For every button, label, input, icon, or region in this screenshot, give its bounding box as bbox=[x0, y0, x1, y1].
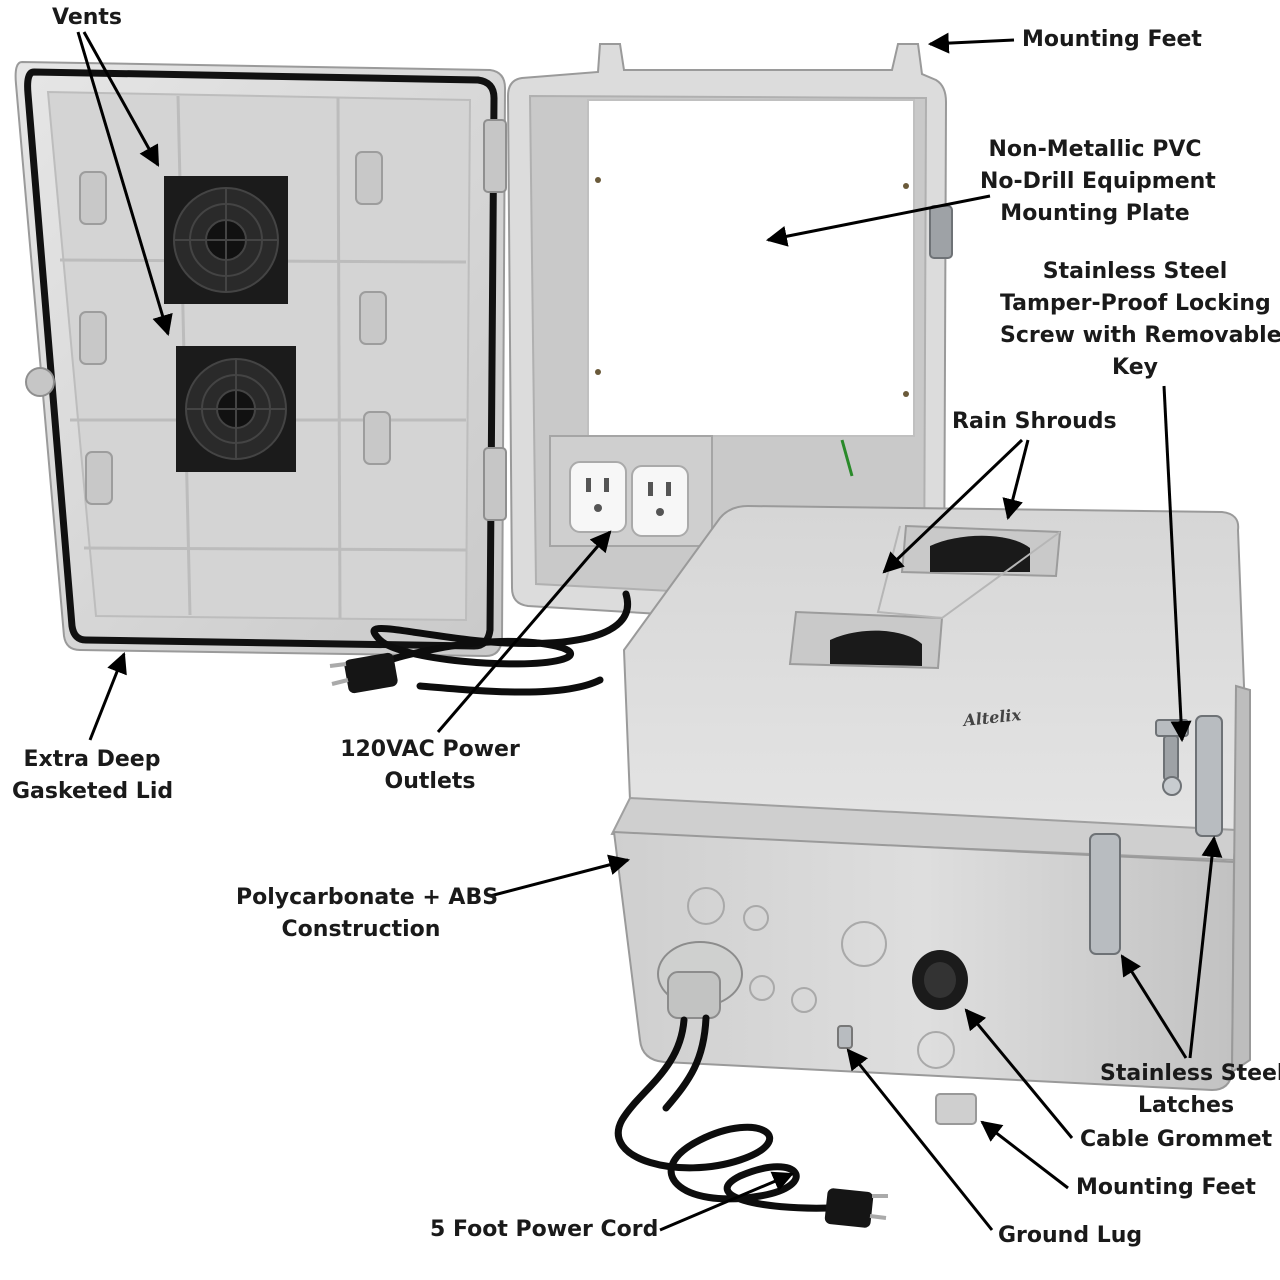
label-locking-screw: Stainless Steel Tamper-Proof Locking Scr… bbox=[1000, 259, 1280, 380]
label-cable-grommet: Cable Grommet bbox=[1080, 1127, 1273, 1152]
cable-gland bbox=[657, 941, 743, 1019]
label-ground-lug: Ground Lug bbox=[998, 1223, 1143, 1248]
label-vents: Vents bbox=[52, 5, 123, 30]
label-mounting-feet-top: Mounting Feet bbox=[1022, 27, 1202, 52]
label-power-cord: 5 Foot Power Cord bbox=[430, 1217, 659, 1242]
plug-lower bbox=[824, 1188, 888, 1228]
plug-upper bbox=[329, 652, 398, 694]
open-lid bbox=[14, 60, 507, 658]
vent-fan-upper bbox=[164, 176, 288, 304]
stainless-latches bbox=[1089, 715, 1223, 955]
mounting-plate bbox=[587, 99, 915, 437]
label-mounting-plate: Non-Metallic PVC No-Drill Equipment Moun… bbox=[980, 137, 1216, 226]
label-latches: Stainless Steel Latches bbox=[1100, 1061, 1280, 1118]
closed-enclosure: Altelix bbox=[610, 504, 1251, 1125]
open-base bbox=[506, 43, 953, 632]
vent-fan-lower bbox=[176, 346, 296, 472]
label-rain-shrouds: Rain Shrouds bbox=[952, 409, 1117, 434]
mounting-foot bbox=[935, 1093, 977, 1125]
cable-grommet bbox=[912, 950, 968, 1010]
rain-shrouds bbox=[788, 524, 1062, 670]
label-gasketed-lid: Extra Deep Gasketed Lid bbox=[12, 747, 174, 804]
label-power-outlets: 120VAC Power Outlets bbox=[340, 737, 520, 794]
label-construction: Polycarbonate + ABS Construction bbox=[236, 885, 499, 942]
label-mounting-feet-bottom: Mounting Feet bbox=[1076, 1175, 1256, 1200]
power-outlets bbox=[549, 435, 713, 547]
power-cord-lower bbox=[614, 1014, 834, 1212]
callout-arrows bbox=[76, 31, 1223, 1232]
power-cord-upper bbox=[370, 590, 632, 696]
ground-lug bbox=[837, 1025, 853, 1049]
